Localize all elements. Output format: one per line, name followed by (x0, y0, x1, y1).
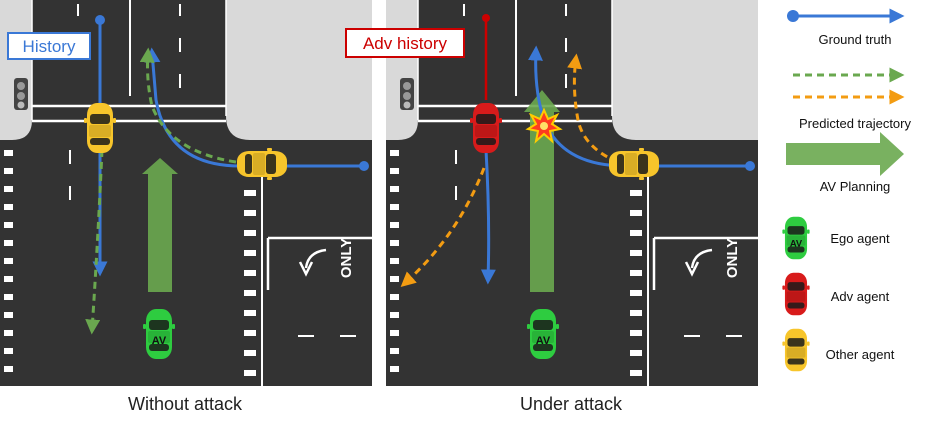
adv-agent-car-right (470, 103, 502, 153)
legend-ego-agent-label: Ego agent (830, 231, 890, 246)
predicted-path-green-up (139, 47, 237, 164)
legend-av-planning-arrow (786, 132, 904, 176)
legend-other-agent-label: Other agent (825, 347, 895, 362)
ego-agent-car-left: AV (143, 309, 175, 359)
av-label-right: AV (536, 335, 551, 347)
caption-without-attack: Without attack (127, 394, 243, 414)
other-agent-car-right (609, 148, 659, 180)
ego-agent-car-right: AV (527, 309, 559, 359)
legend-predicted-trajectory-label: Predicted trajectory (799, 116, 911, 131)
av-label-left: AV (152, 335, 167, 347)
predicted-path-orange-adv (400, 167, 486, 287)
av-planning-arrow-left (142, 158, 178, 292)
predicted-path-orange-other (567, 53, 619, 164)
collision-burst-icon (525, 107, 563, 144)
other-agent-car-left-2 (237, 148, 287, 180)
predicted-path-green-down (85, 149, 104, 335)
legend-av-text: AV (790, 239, 803, 249)
adv-history-label-box (345, 28, 465, 58)
only-road-text-left: ONLY (338, 238, 355, 278)
adv-history-label: Adv history (363, 34, 448, 53)
history-label: History (23, 37, 76, 56)
ground-truth-path-yellow-right (145, 47, 363, 168)
other-agent-car-left-1 (84, 103, 116, 153)
panel-under-attack: ONLY AV Adv history (345, 0, 760, 388)
legend-ego-car-icon: AV (782, 216, 810, 260)
legend: AV (782, 8, 905, 372)
panel-without-attack: ONLY AV History (0, 0, 374, 388)
legend-adv-agent-label: Adv agent (830, 289, 890, 304)
caption-under-attack: Under attack (519, 394, 623, 414)
only-road-text-right: ONLY (724, 238, 741, 278)
history-label-box (7, 32, 91, 60)
legend-ground-truth-label: Ground truth (818, 32, 892, 47)
legend-av-planning-label: AV Planning (819, 179, 891, 194)
ground-truth-path-adv (480, 149, 496, 285)
